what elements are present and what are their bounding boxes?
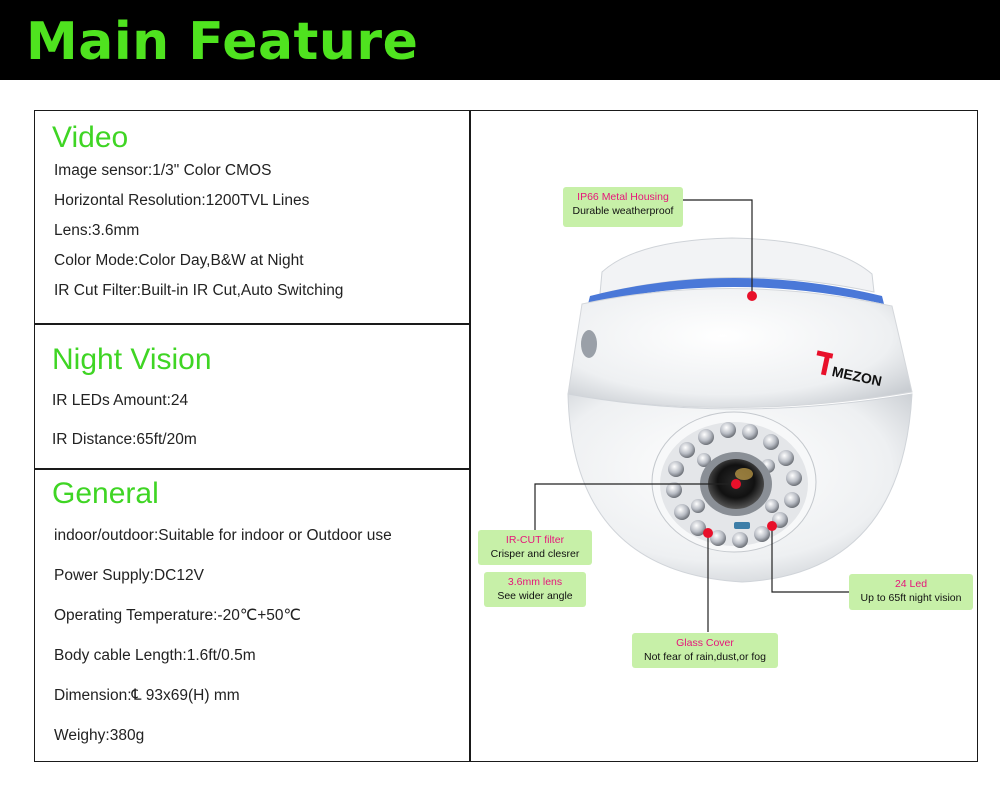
- side-screw: [581, 330, 597, 358]
- callout-lens: 3.6mm lens See wider angle: [484, 572, 586, 607]
- spec-dimension: Dimension:℄ 93x69(H) mm: [54, 687, 240, 704]
- marker-lens: [731, 479, 741, 489]
- spec-lens: Lens:3.6mm: [54, 222, 140, 239]
- section-title-general: General: [52, 477, 159, 510]
- marker-glass: [703, 528, 713, 538]
- spec-temperature: Operating Temperature:-20℃+50℃: [54, 607, 301, 624]
- header-bar: Main Feature: [0, 0, 1000, 80]
- red-markers: [703, 291, 777, 538]
- spec-image-sensor: Image sensor:1/3" Color CMOS: [54, 162, 272, 179]
- callout-glass-desc: Not fear of rain,dust,or fog: [644, 651, 766, 663]
- callout-ircut: IR-CUT filter Crisper and clesrer: [478, 530, 592, 565]
- marker-housing: [747, 291, 757, 301]
- page-title: Main Feature: [26, 12, 419, 72]
- led-array: [666, 422, 802, 548]
- column-divider: [469, 110, 471, 762]
- callout-housing-desc: Durable weatherproof: [572, 205, 674, 217]
- housing-band: [567, 288, 913, 409]
- callout-ircut-desc: Crisper and clesrer: [490, 548, 580, 560]
- callout-housing-title: IP66 Metal Housing: [577, 191, 669, 203]
- callout-lens-desc: See wider angle: [497, 590, 573, 602]
- dome-camera-illustration: MEZON: [534, 199, 913, 632]
- callout-led-title: 24 Led: [894, 578, 928, 590]
- callout-lines: [534, 199, 850, 632]
- callout-led: 24 Led Up to 65ft night vision: [849, 574, 973, 610]
- marker-led: [767, 521, 777, 531]
- callout-housing: IP66 Metal Housing Durable weatherproof: [563, 187, 683, 227]
- feature-frame: [34, 110, 978, 762]
- spec-indoor-outdoor: indoor/outdoor:Suitable for indoor or Ou…: [54, 527, 392, 544]
- callout-ircut-title: IR-CUT filter: [505, 534, 565, 546]
- section-divider-2: [34, 468, 470, 470]
- spec-cable-length: Body cable Length:1.6ft/0.5m: [54, 647, 256, 664]
- section-divider-1: [34, 323, 470, 325]
- spec-resolution: Horizontal Resolution:1200TVL Lines: [54, 192, 310, 209]
- spec-power: Power Supply:DC12V: [54, 567, 204, 584]
- light-sensor: [734, 522, 750, 529]
- spec-ir-cut: IR Cut Filter:Built-in IR Cut,Auto Switc…: [54, 282, 344, 299]
- lens-reflection: [735, 468, 753, 480]
- section-title-video: Video: [52, 121, 129, 154]
- callout-glass-title: Glass Cover: [676, 637, 734, 649]
- spec-weight: Weighy:380g: [54, 727, 145, 744]
- spec-ir-leds: IR LEDs Amount:24: [52, 392, 189, 409]
- callout-led-desc: Up to 65ft night vision: [860, 592, 962, 604]
- callout-glass: Glass Cover Not fear of rain,dust,or fog: [632, 633, 778, 668]
- callout-lens-title: 3.6mm lens: [507, 576, 563, 588]
- housing-top: [599, 237, 875, 295]
- spec-color-mode: Color Mode:Color Day,B&W at Night: [54, 252, 304, 269]
- section-title-night-vision: Night Vision: [52, 343, 212, 376]
- blue-ring: [588, 278, 884, 304]
- spec-ir-distance: IR Distance:65ft/20m: [52, 431, 197, 448]
